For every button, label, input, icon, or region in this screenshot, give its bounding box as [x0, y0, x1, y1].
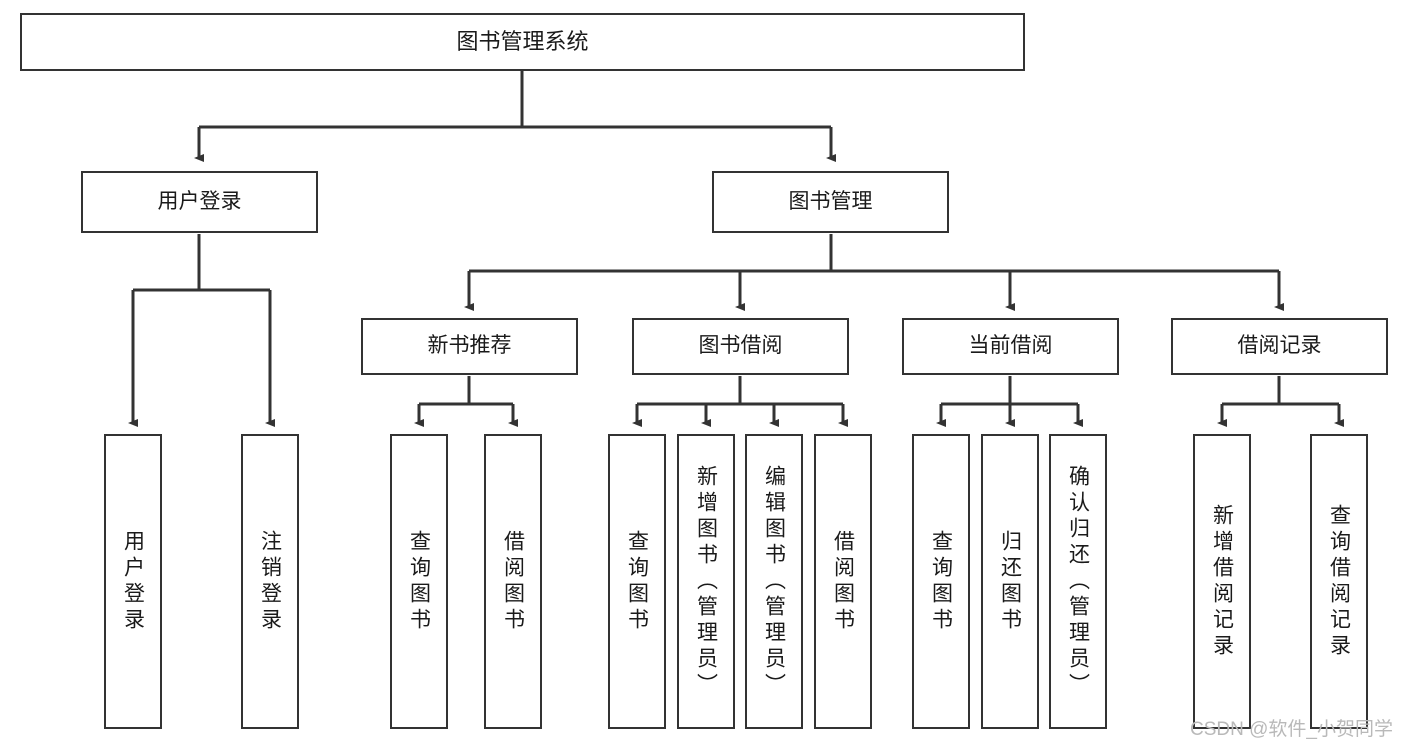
- node-label: 新书推荐: [427, 334, 512, 358]
- node-label: 归还图书: [998, 529, 1022, 634]
- node-leaf-confirm-return-admin[interactable]: 确认归还（管理员）: [1049, 434, 1107, 729]
- node-label: 图书借阅: [698, 334, 783, 358]
- node-label: 图书管理系统: [456, 29, 589, 55]
- node-leaf-borrow-book[interactable]: 借阅图书: [814, 434, 872, 729]
- node-leaf-query-book-borrow[interactable]: 查询图书: [608, 434, 666, 729]
- node-label: 用户登录: [121, 529, 145, 634]
- node-label: 注销登录: [258, 529, 282, 634]
- node-label: 借阅图书: [501, 529, 525, 634]
- node-label: 确认归还（管理员）: [1066, 464, 1090, 699]
- node-borrow-record[interactable]: 借阅记录: [1171, 318, 1388, 375]
- node-label: 编辑图书（管理员）: [762, 464, 786, 699]
- node-leaf-query-book-current[interactable]: 查询图书: [912, 434, 970, 729]
- node-label: 查询图书: [625, 529, 649, 634]
- node-leaf-logout-login[interactable]: 注销登录: [241, 434, 299, 729]
- node-label: 图书管理: [788, 189, 873, 213]
- node-leaf-edit-book-admin[interactable]: 编辑图书（管理员）: [745, 434, 803, 729]
- node-leaf-query-borrow-record[interactable]: 查询借阅记录: [1310, 434, 1368, 729]
- node-current-borrow[interactable]: 当前借阅: [902, 318, 1119, 375]
- node-label: 借阅记录: [1237, 334, 1322, 358]
- node-new-book-recommend[interactable]: 新书推荐: [361, 318, 578, 375]
- node-label: 当前借阅: [968, 334, 1053, 358]
- node-label: 借阅图书: [831, 529, 855, 634]
- node-user-login[interactable]: 用户登录: [81, 171, 318, 233]
- node-label: 新增借阅记录: [1210, 503, 1234, 660]
- node-leaf-query-book-recommend[interactable]: 查询图书: [390, 434, 448, 729]
- node-label: 查询借阅记录: [1327, 503, 1351, 660]
- node-leaf-add-book-admin[interactable]: 新增图书（管理员）: [677, 434, 735, 729]
- node-book-management-system[interactable]: 图书管理系统: [20, 13, 1025, 71]
- node-label: 新增图书（管理员）: [694, 464, 718, 699]
- node-label: 用户登录: [157, 189, 242, 213]
- node-label: 查询图书: [407, 529, 431, 634]
- node-leaf-user-login[interactable]: 用户登录: [104, 434, 162, 729]
- node-leaf-borrow-book-recommend[interactable]: 借阅图书: [484, 434, 542, 729]
- csdn-watermark: CSDN @软件_小贺同学: [1190, 719, 1393, 740]
- node-book-management[interactable]: 图书管理: [712, 171, 949, 233]
- node-leaf-add-borrow-record[interactable]: 新增借阅记录: [1193, 434, 1251, 729]
- node-leaf-return-book[interactable]: 归还图书: [981, 434, 1039, 729]
- node-book-borrow[interactable]: 图书借阅: [632, 318, 849, 375]
- node-label: 查询图书: [929, 529, 953, 634]
